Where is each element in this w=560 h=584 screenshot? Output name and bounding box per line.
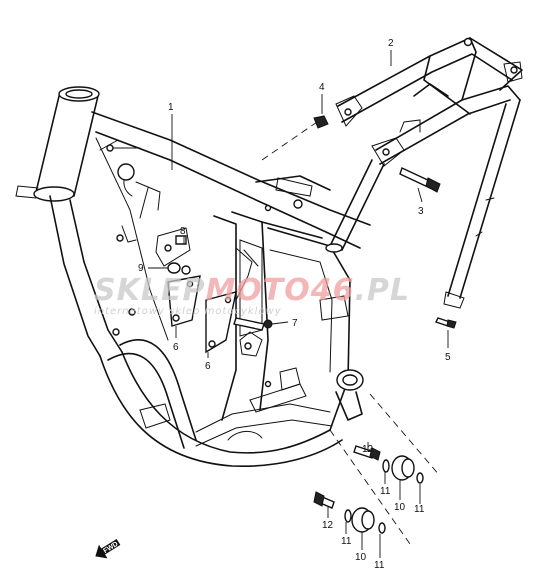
watermark-tagline: internetowy sklep motocyklowy <box>94 306 282 317</box>
callout-6a: 6 <box>173 342 179 353</box>
callout-2: 2 <box>388 38 394 49</box>
callout-3: 3 <box>418 206 424 217</box>
pivot-bolt-lower <box>313 491 386 534</box>
callout-6b: 6 <box>205 361 211 372</box>
pivot-bolt-upper <box>353 445 424 484</box>
engine-mount-plate-part-6 <box>167 275 237 354</box>
callout-11a: 11 <box>380 486 391 497</box>
watermark: SKLEPMOTO46.PL internetowy sklep motocyk… <box>94 273 410 317</box>
watermark-brand-accent: MOTO46 <box>205 273 354 308</box>
rear-subframe <box>325 37 523 309</box>
bolt-part-3 <box>399 167 441 193</box>
callout-12b: 12 <box>322 520 334 531</box>
wire-guide <box>235 247 259 301</box>
bolt-part-7 <box>233 317 273 331</box>
callout-10b: 10 <box>355 552 367 563</box>
svg-text:SKLEPMOTO46.PL: SKLEPMOTO46.PL <box>94 273 410 308</box>
bolt-part-5 <box>435 317 457 329</box>
forward-arrow-icon: FWD <box>95 538 121 559</box>
forward-arrow-label: FWD <box>102 541 119 555</box>
callout-4: 4 <box>319 82 325 93</box>
leader-lines <box>148 50 449 558</box>
callout-11d: 11 <box>374 560 385 571</box>
nut-part-4 <box>313 115 329 129</box>
callout-9: 9 <box>138 263 144 274</box>
watermark-brand-prefix: SKLEP <box>94 273 205 308</box>
callout-8: 8 <box>180 226 186 237</box>
callout-5: 5 <box>445 352 451 363</box>
callout-7: 7 <box>292 318 298 329</box>
callout-1: 1 <box>168 102 174 113</box>
main-frame <box>15 86 371 468</box>
washer-part-9 <box>167 262 191 275</box>
callout-12a: 12 <box>362 444 374 455</box>
callouts: 1 2 3 4 5 6 6 7 8 9 10 10 11 11 11 11 12… <box>138 38 451 571</box>
callout-11b: 11 <box>414 504 425 515</box>
callout-10a: 10 <box>394 502 406 513</box>
collar-part-8 <box>175 235 187 245</box>
watermark-brand-suffix: .PL <box>355 273 411 308</box>
callout-11c: 11 <box>341 536 352 547</box>
